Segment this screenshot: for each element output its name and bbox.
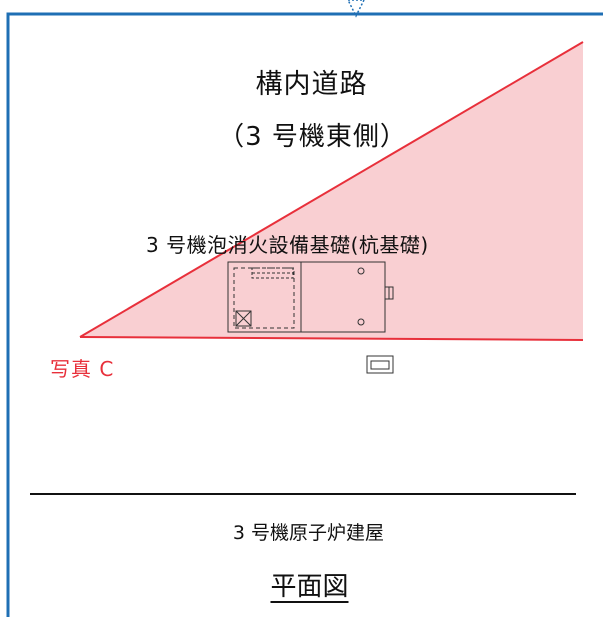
view-edge-upper (79, 41, 584, 338)
road-sublabel: （3 号機東側） (218, 122, 407, 152)
small-structure-icon (366, 355, 394, 374)
reactor-building-label: 3 号機原子炉建屋 (232, 522, 385, 544)
foam-fire-equipment-foundation (227, 261, 394, 333)
photo-c-label: 写真 C (50, 357, 115, 381)
view-edge-lower (79, 336, 584, 341)
frame-border (6, 12, 603, 617)
foundation-label: 3 号機泡消火設備基礎(杭基礎) (146, 233, 429, 257)
plan-title: 平面図 (270, 572, 349, 602)
road-label: 構内道路 (255, 69, 368, 100)
north-marker-icon (347, 0, 365, 18)
